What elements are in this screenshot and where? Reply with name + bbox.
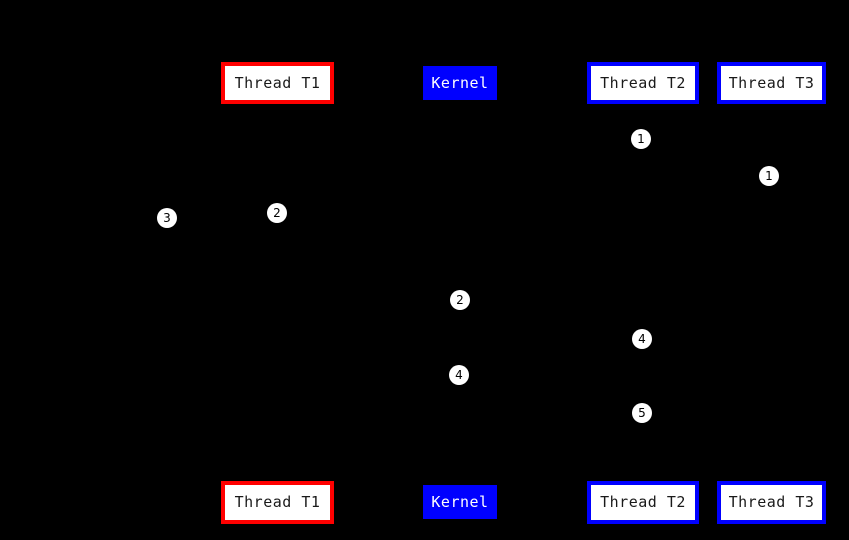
participant-thread-t1-bottom[interactable]: Thread T1 — [221, 481, 334, 524]
step-badge-number: 5 — [638, 406, 646, 420]
participant-label: Thread T3 — [728, 73, 815, 92]
step-badge-number: 2 — [273, 206, 281, 220]
lifeline-foot-t2 — [640, 477, 647, 482]
step-badge: 2 — [267, 203, 287, 223]
lifeline-foot-t1 — [274, 477, 281, 482]
participant-thread-t3-top[interactable]: Thread T3 — [717, 62, 826, 104]
participant-kernel-top[interactable]: Kernel — [423, 66, 497, 100]
participant-kernel-bottom[interactable]: Kernel — [423, 485, 497, 519]
participant-label: Thread T3 — [728, 493, 815, 511]
step-badge-number: 3 — [163, 211, 171, 225]
step-badge: 1 — [759, 166, 779, 186]
participant-label: Thread T1 — [234, 493, 321, 511]
step-badge-number: 2 — [456, 293, 464, 307]
lifeline-t2 — [643, 104, 644, 481]
participant-label: Thread T1 — [234, 73, 321, 92]
step-badge: 4 — [632, 329, 652, 349]
participant-label: Thread T2 — [600, 73, 686, 92]
participant-thread-t3-bottom[interactable]: Thread T3 — [717, 481, 826, 524]
participant-label: Kernel — [431, 492, 489, 511]
step-badge: 3 — [157, 208, 177, 228]
participant-thread-t2-bottom[interactable]: Thread T2 — [587, 481, 699, 524]
step-badge: 5 — [632, 403, 652, 423]
lifeline-foot-t3 — [768, 477, 775, 482]
step-badge-number: 4 — [455, 368, 463, 382]
step-badge: 2 — [450, 290, 470, 310]
participant-label: Kernel — [431, 73, 489, 92]
step-badge: 1 — [631, 129, 651, 149]
step-badge: 4 — [449, 365, 469, 385]
participant-thread-t1-top[interactable]: Thread T1 — [221, 62, 334, 104]
step-badge-number: 1 — [637, 132, 645, 146]
lifeline-t3 — [771, 104, 772, 481]
participant-thread-t2-top[interactable]: Thread T2 — [587, 62, 699, 104]
participant-label: Thread T2 — [600, 493, 686, 511]
step-badge-number: 1 — [765, 169, 773, 183]
step-badge-number: 4 — [638, 332, 646, 346]
lifeline-t1 — [277, 104, 278, 481]
